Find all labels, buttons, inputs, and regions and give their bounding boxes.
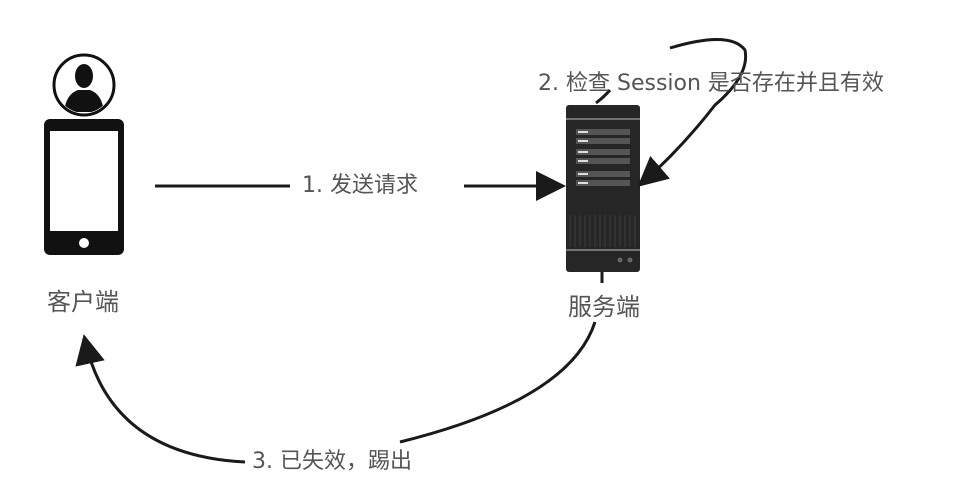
step1-label: 1. 发送请求 (298, 175, 422, 197)
arrow-step3-right (399, 321, 597, 444)
server-icon (566, 105, 640, 272)
step3-label: 3. 已失效，踢出 (248, 451, 416, 473)
step2-label: 2. 检查 Session 是否存在并且有效 (538, 71, 884, 96)
arrow-step2-loop (595, 38, 748, 183)
server-label: 服务端 (568, 293, 640, 321)
user-avatar-icon (52, 53, 116, 117)
client-label: 客户端 (47, 288, 119, 316)
mobile-phone-icon (44, 119, 124, 255)
arrow-step3-left (75, 334, 246, 464)
